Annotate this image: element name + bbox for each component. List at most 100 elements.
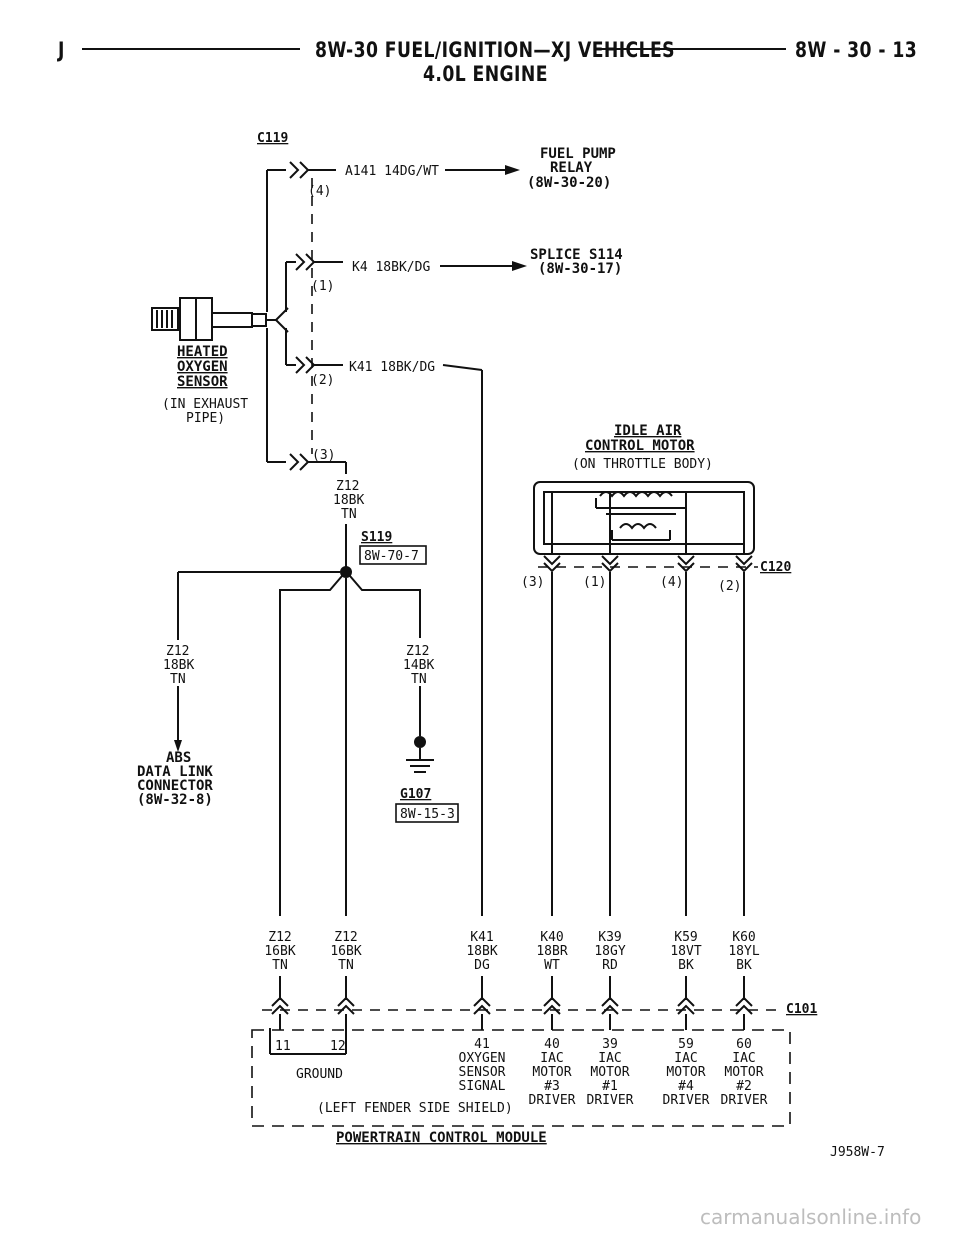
pcm-wire-label: Z12 bbox=[268, 930, 291, 945]
iac-motor-icon bbox=[533, 481, 755, 555]
c101-terminal bbox=[677, 996, 695, 1030]
sensor-location: PIPE) bbox=[186, 411, 225, 426]
c101-terminal bbox=[601, 996, 619, 1030]
pcm-pin-number: 41 bbox=[474, 1037, 490, 1052]
pcm-pin-number: 39 bbox=[602, 1037, 618, 1052]
pcm-wire-label: K60 bbox=[732, 930, 755, 945]
ground-pin-label: 11 bbox=[275, 1039, 291, 1054]
abs-connector-name: CONNECTOR bbox=[137, 778, 213, 794]
z12-upper-label: Z12 bbox=[336, 479, 359, 494]
pcm-wire-label: RD bbox=[602, 958, 618, 973]
pcm-pin-description: #2 bbox=[736, 1079, 752, 1094]
ground-ref-box bbox=[395, 803, 459, 823]
iac-pin-label: (3) bbox=[521, 575, 544, 590]
c101-label: C101 bbox=[786, 1002, 817, 1017]
pcm-pin-description: #4 bbox=[678, 1079, 694, 1094]
sensor-name: HEATED bbox=[177, 344, 228, 360]
pcm-wire-label: Z12 bbox=[334, 930, 357, 945]
pcm-wire-label: 18GY bbox=[594, 944, 625, 959]
abs-connector-name: DATA LINK bbox=[137, 764, 213, 780]
z12-upper-label: 18BK bbox=[333, 493, 364, 508]
pcm-wire-label: 18BR bbox=[536, 944, 567, 959]
ground-pin-label: 12 bbox=[330, 1039, 346, 1054]
c101-terminal bbox=[337, 996, 355, 1030]
ground-bus bbox=[269, 1028, 347, 1055]
abs-connector-terminal bbox=[174, 740, 182, 752]
c101-terminal bbox=[473, 996, 491, 1030]
pcm-wire-label: DG bbox=[474, 958, 490, 973]
pin-label: (3) bbox=[312, 448, 335, 463]
ground-wire-label: TN bbox=[411, 672, 427, 687]
pcm-pin-description: MOTOR bbox=[532, 1065, 571, 1080]
iac-pin-label: (2) bbox=[718, 579, 741, 594]
iac-pin-label: (4) bbox=[660, 575, 683, 590]
abs-wire-label: Z12 bbox=[166, 644, 189, 659]
iac-title: IDLE AIR bbox=[614, 423, 682, 439]
pcm-wire-label: K40 bbox=[540, 930, 563, 945]
pcm-wire-label: 18VT bbox=[670, 944, 701, 959]
pin-label: (2) bbox=[311, 373, 334, 388]
pcm-wire-label: K41 bbox=[470, 930, 493, 945]
z12-upper-label: TN bbox=[341, 507, 357, 522]
pcm-wire-stubs bbox=[279, 976, 745, 1000]
header-left-letter: J bbox=[58, 38, 65, 62]
splice-s114-ref: (8W-30-17) bbox=[538, 261, 622, 277]
pcm-wire-label: 18BK bbox=[466, 944, 497, 959]
pin-label: (4) bbox=[308, 184, 331, 199]
pcm-pin-description: IAC bbox=[598, 1051, 621, 1066]
header-page-number: 8W - 30 - 13 bbox=[795, 38, 918, 62]
sensor-name: OXYGEN bbox=[177, 359, 228, 375]
fuel-pump-relay-ref: (8W-30-20) bbox=[527, 175, 611, 191]
splice-wires bbox=[177, 571, 421, 916]
pcm-wire-label: 16BK bbox=[264, 944, 295, 959]
c101-terminal bbox=[735, 996, 753, 1030]
iac-wires bbox=[551, 572, 745, 916]
sensor-name: SENSOR bbox=[177, 374, 228, 390]
ground-eyelet bbox=[414, 736, 426, 748]
splice-s114-label: SPLICE S114 bbox=[530, 247, 623, 263]
iac-location: (ON THROTTLE BODY) bbox=[572, 457, 713, 472]
pcm-pin-number: 40 bbox=[544, 1037, 560, 1052]
ground-ref: 8W-15-3 bbox=[400, 807, 455, 822]
shield-label: (LEFT FENDER SIDE SHIELD) bbox=[317, 1101, 513, 1116]
pcm-pin-description: IAC bbox=[732, 1051, 755, 1066]
pcm-pin-number: 60 bbox=[736, 1037, 752, 1052]
arrow-heads bbox=[505, 165, 527, 271]
oxygen-sensor-icon bbox=[151, 297, 276, 341]
pcm-wire-label: K39 bbox=[598, 930, 621, 945]
iac-pin-label: (1) bbox=[583, 575, 606, 590]
pcm-wire-label: WT bbox=[544, 958, 560, 973]
c120-terminals bbox=[543, 555, 753, 573]
pcm-pin-description: DRIVER bbox=[529, 1093, 576, 1108]
sensor-location: (IN EXHAUST bbox=[162, 397, 248, 412]
splice-dot bbox=[340, 566, 352, 578]
c120-label: C120 bbox=[760, 560, 791, 575]
pin-label: (1) bbox=[311, 279, 334, 294]
wire-label: K41 18BK/DG bbox=[349, 360, 435, 375]
ground-label: GROUND bbox=[296, 1067, 343, 1082]
abs-wire-label: TN bbox=[170, 672, 186, 687]
ground-wire-label: 14BK bbox=[403, 658, 434, 673]
c101-terminal bbox=[271, 996, 289, 1030]
abs-wire-label: 18BK bbox=[163, 658, 194, 673]
fuel-pump-relay-label: FUEL PUMP bbox=[540, 146, 616, 162]
pcm-pin-description: #3 bbox=[544, 1079, 560, 1094]
ground-name: G107 bbox=[400, 787, 431, 802]
pcm-wire-label: 18YL bbox=[728, 944, 759, 959]
c119-terminals bbox=[289, 161, 316, 471]
wire-label: A141 14DG/WT bbox=[345, 164, 439, 179]
figure-id: J958W-7 bbox=[830, 1145, 885, 1160]
c101-terminal bbox=[543, 996, 561, 1030]
pcm-wire-label: TN bbox=[272, 958, 288, 973]
splice-ref-box bbox=[359, 545, 427, 565]
splice-name: S119 bbox=[361, 530, 392, 545]
iac-title: CONTROL MOTOR bbox=[585, 438, 695, 454]
abs-connector-name: ABS bbox=[166, 750, 191, 766]
pcm-pin-description: DRIVER bbox=[587, 1093, 634, 1108]
pcm-pin-description: SIGNAL bbox=[459, 1079, 506, 1094]
watermark: carmanualsonline.info bbox=[700, 1205, 922, 1229]
ground-wire-label: Z12 bbox=[406, 644, 429, 659]
pcm-box bbox=[251, 1029, 791, 1127]
pcm-pin-description: DRIVER bbox=[663, 1093, 710, 1108]
